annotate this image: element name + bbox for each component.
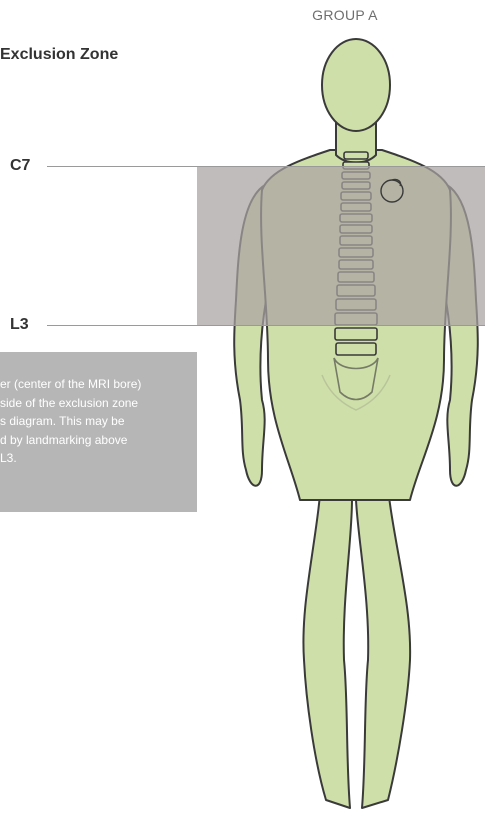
c7-level-line — [47, 166, 485, 167]
exclusion-zone-overlay — [197, 166, 485, 325]
note-line: d by landmarking above — [0, 431, 197, 450]
note-line: er (center of the MRI bore) — [0, 375, 197, 394]
note-line: side of the exclusion zone — [0, 394, 197, 413]
head — [322, 39, 390, 131]
left-leg — [303, 470, 352, 808]
note-line: L3. — [0, 449, 197, 468]
c7-level-label: C7 — [10, 157, 30, 175]
group-label: GROUP A — [305, 7, 385, 23]
l3-level-label: L3 — [10, 316, 29, 334]
right-leg — [356, 470, 410, 808]
l3-level-line — [47, 325, 485, 326]
note-line: s diagram. This may be — [0, 412, 197, 431]
note-box: er (center of the MRI bore) side of the … — [0, 352, 197, 512]
zone-title: Exclusion Zone — [0, 46, 118, 64]
